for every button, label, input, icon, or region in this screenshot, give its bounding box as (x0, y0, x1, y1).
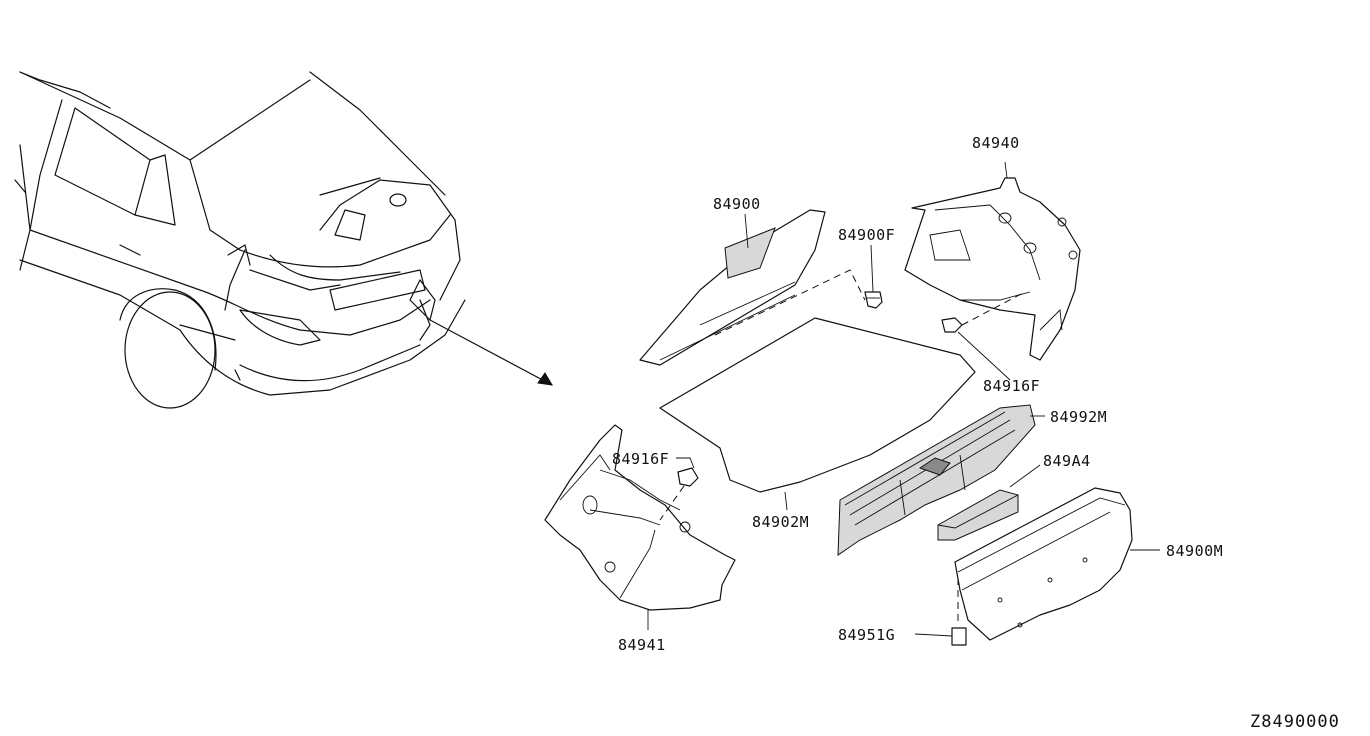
part-84902M-floor-mat (659, 317, 976, 511)
diagram-code: Z8490000 (1250, 712, 1340, 732)
label-84941: 84941 (618, 636, 666, 654)
part-84940-right-trim (904, 161, 1081, 361)
label-84916F-right: 84916F (983, 377, 1040, 395)
label-84951G: 84951G (838, 626, 895, 644)
label-84900M: 84900M (1166, 542, 1223, 560)
part-84900F-clip (864, 244, 883, 309)
label-84992M: 84992M (1050, 408, 1107, 426)
part-84916F-right-clip (941, 291, 1026, 381)
part-84916F-left-clip (659, 457, 699, 521)
part-84900M-side-panel (954, 487, 1160, 641)
label-849A4: 849A4 (1043, 452, 1091, 470)
label-84902M: 84902M (752, 513, 809, 531)
part-849A4-block (937, 464, 1041, 541)
vehicle-rear-illustration (14, 71, 553, 409)
part-84941-left-trim (544, 424, 736, 630)
part-84951G-clip (914, 578, 967, 646)
label-84916F-left: 84916F (612, 450, 669, 468)
part-84900-shelf (639, 209, 866, 366)
part-84992M-sill-plate (837, 404, 1045, 556)
label-84900: 84900 (713, 195, 761, 213)
label-84940: 84940 (972, 134, 1020, 152)
label-84900F: 84900F (838, 226, 895, 244)
